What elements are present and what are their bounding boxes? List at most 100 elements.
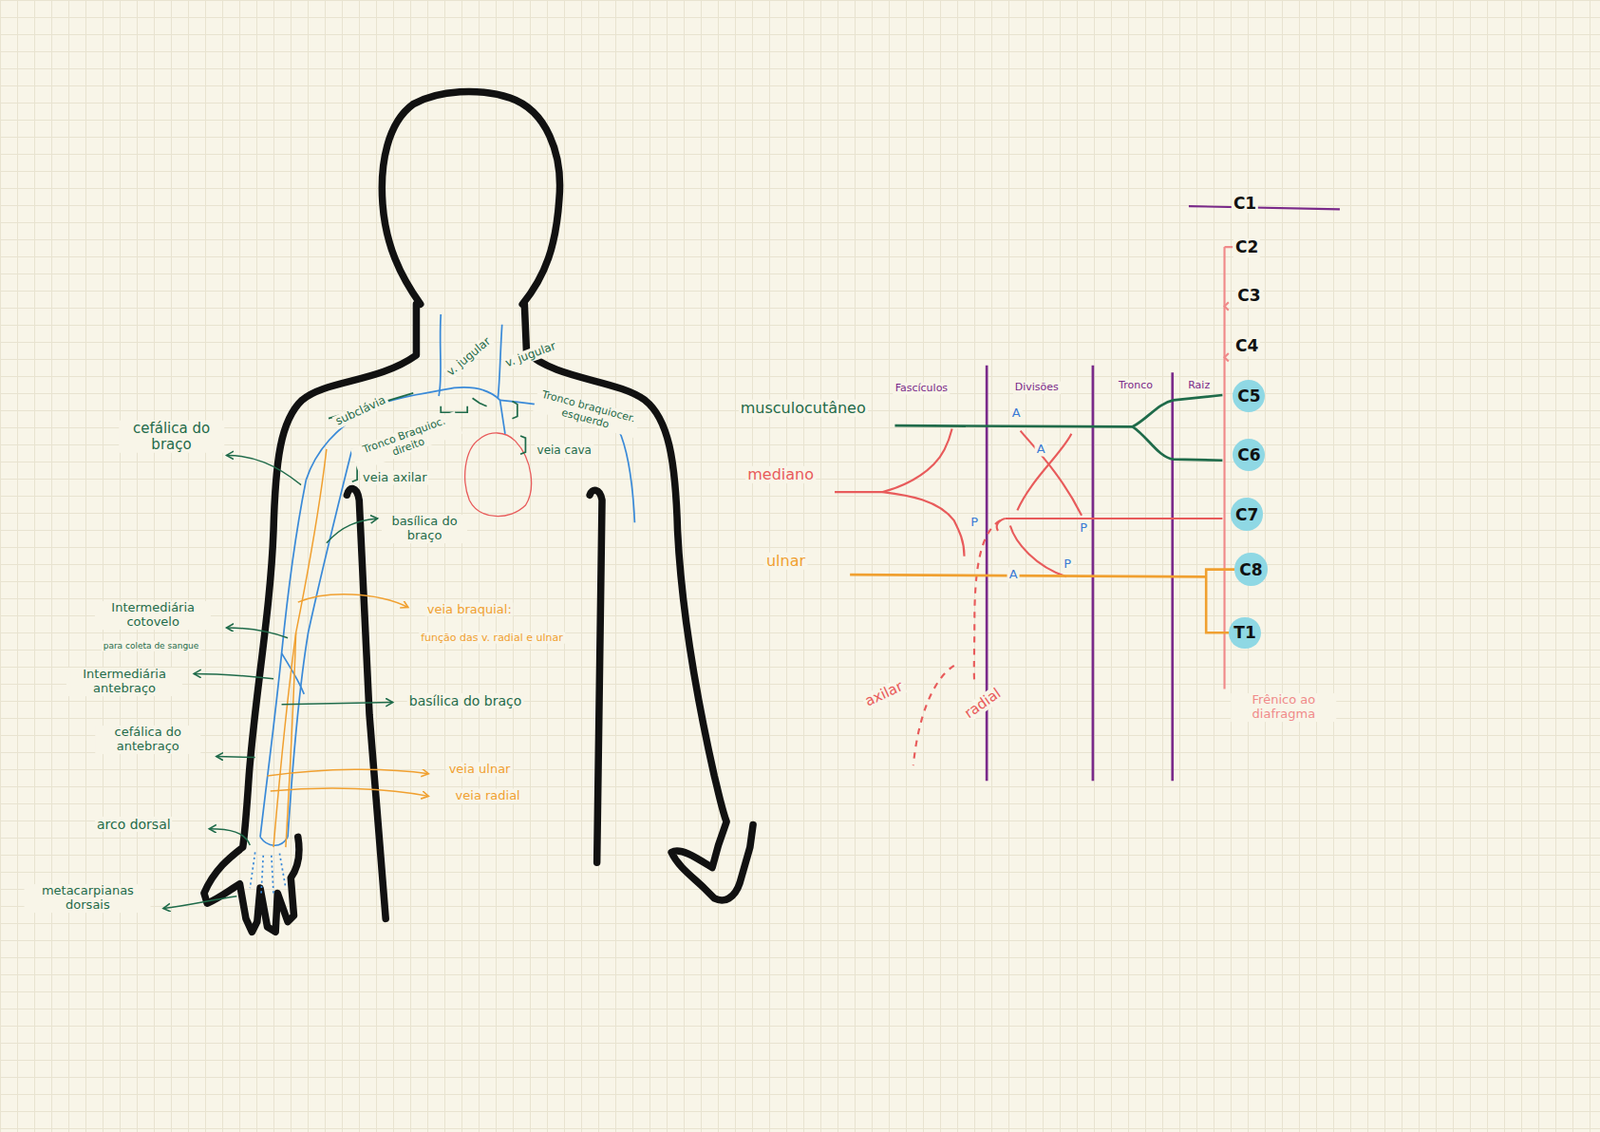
root-label: C4 xyxy=(1233,338,1261,358)
body-outline xyxy=(204,303,417,932)
body-outline xyxy=(524,303,753,901)
leader-arrows xyxy=(282,701,394,704)
median-nerve xyxy=(883,491,965,557)
body-outline xyxy=(589,489,603,863)
leader-arrows-orange xyxy=(270,788,430,796)
vein-label: v. jugular xyxy=(443,334,496,381)
vein-label: arco dorsal xyxy=(94,816,173,832)
leader-arrows-orange xyxy=(267,769,430,776)
division-letter: A xyxy=(1035,441,1048,456)
artery-lines xyxy=(285,632,297,848)
body-outline xyxy=(204,91,753,932)
root-name: C7 xyxy=(1235,505,1259,525)
leader-arrows-orange xyxy=(298,594,409,608)
root-label: C2 xyxy=(1233,238,1261,258)
ulnar-nerve xyxy=(849,574,1206,577)
brackets xyxy=(511,400,517,418)
nerve-label: musculocutâneo xyxy=(738,399,868,417)
musculocutaneous-nerve xyxy=(894,395,1223,427)
heart-outline xyxy=(465,432,532,517)
nerve-label: ulnar xyxy=(764,552,808,570)
vein-lines xyxy=(260,479,306,837)
vein-lines xyxy=(497,324,502,398)
nerve-label: axilar xyxy=(860,677,907,711)
dashed-nerves xyxy=(913,520,1000,766)
root-name: T1 xyxy=(1233,622,1256,642)
vein-label: basílica do braço xyxy=(407,693,525,709)
dashed-nerves xyxy=(913,665,955,766)
brackets xyxy=(328,393,526,483)
root-circle: C7 xyxy=(1230,497,1263,530)
division-letter: P xyxy=(968,515,980,530)
heart-outline xyxy=(465,432,532,517)
vein-label: metacarpianas dorsais xyxy=(24,884,151,913)
vein-label: basílica do braço xyxy=(381,514,468,544)
leader-arrows-orange xyxy=(267,594,430,797)
median-nerve xyxy=(834,428,1223,577)
artery-note: função das v. radial e ulnar xyxy=(418,631,565,644)
root-label: C3 xyxy=(1235,286,1262,306)
vein-label: veia axilar xyxy=(360,470,430,485)
leader-arrows xyxy=(216,755,256,757)
root-name: C6 xyxy=(1237,445,1261,465)
root-name: C5 xyxy=(1237,386,1261,406)
body-outline xyxy=(381,91,560,304)
vein-lines xyxy=(438,314,441,396)
root-connector xyxy=(1205,569,1235,634)
root-circle: C6 xyxy=(1232,438,1265,471)
plexus-columns xyxy=(1188,206,1340,209)
vein-lines xyxy=(305,387,506,480)
vein-label: veia cava xyxy=(535,444,594,458)
nerve-label: radial xyxy=(960,684,1006,724)
root-label: C1 xyxy=(1231,194,1259,214)
cervical-column xyxy=(1223,246,1225,689)
artery-lines xyxy=(273,449,327,848)
vein-label: Intermediária antebraço xyxy=(66,667,183,697)
median-nerve xyxy=(1020,431,1082,516)
vein-label: Tronco Braquioc. direito xyxy=(349,411,462,472)
nerve-note: Frênico ao diafragma xyxy=(1230,693,1337,722)
column-heading: Divisões xyxy=(1013,381,1061,395)
column-heading: Raiz xyxy=(1185,379,1212,393)
leader-arrows xyxy=(193,673,274,678)
division-letter: P xyxy=(1077,520,1090,535)
leader-arrows xyxy=(208,828,250,846)
leader-arrows xyxy=(326,518,378,544)
vein-label: Tronco braquiocer. esquerdo xyxy=(532,388,641,439)
plexus-columns xyxy=(985,365,989,781)
root-circle: C5 xyxy=(1232,379,1265,413)
brackets xyxy=(472,397,488,407)
division-letter: P xyxy=(1061,557,1073,572)
median-nerve xyxy=(834,428,953,492)
musculocutaneous-nerve xyxy=(1132,426,1224,460)
root-circle: T1 xyxy=(1228,617,1261,649)
leader-arrows xyxy=(163,454,394,908)
division-letter: A xyxy=(1010,406,1023,421)
median-nerve xyxy=(1016,433,1072,511)
artery-label: veia ulnar xyxy=(447,762,513,777)
ulnar-nerve xyxy=(849,574,1206,577)
column-heading: Fascículos xyxy=(893,382,950,396)
leader-arrows xyxy=(226,454,302,485)
brackets xyxy=(520,435,526,454)
median-nerve xyxy=(1004,517,1223,520)
vein-label: cefálica do antebraço xyxy=(94,725,201,754)
division-letter: A xyxy=(1007,567,1020,583)
artery-label: veia radial xyxy=(453,789,523,804)
vein-label: Intermediária cotovelo xyxy=(94,601,211,630)
column-heading: Tronco xyxy=(1116,379,1155,393)
cervical-column xyxy=(1224,246,1234,361)
vein-lines xyxy=(287,449,353,837)
vein-lines xyxy=(249,851,286,893)
root-circle: C8 xyxy=(1234,552,1267,585)
leader-arrows xyxy=(163,896,237,909)
artery-label: veia braquial: xyxy=(425,602,514,617)
vein-label: cefálica do braço xyxy=(118,420,225,454)
artery-lines xyxy=(273,449,327,848)
dashed-nerves xyxy=(974,520,1000,682)
vein-label: subclávia xyxy=(332,393,391,430)
root-name: C8 xyxy=(1239,560,1262,580)
median-nerve xyxy=(997,518,1006,531)
leader-arrows xyxy=(226,627,288,639)
plexus-columns xyxy=(986,206,1340,781)
